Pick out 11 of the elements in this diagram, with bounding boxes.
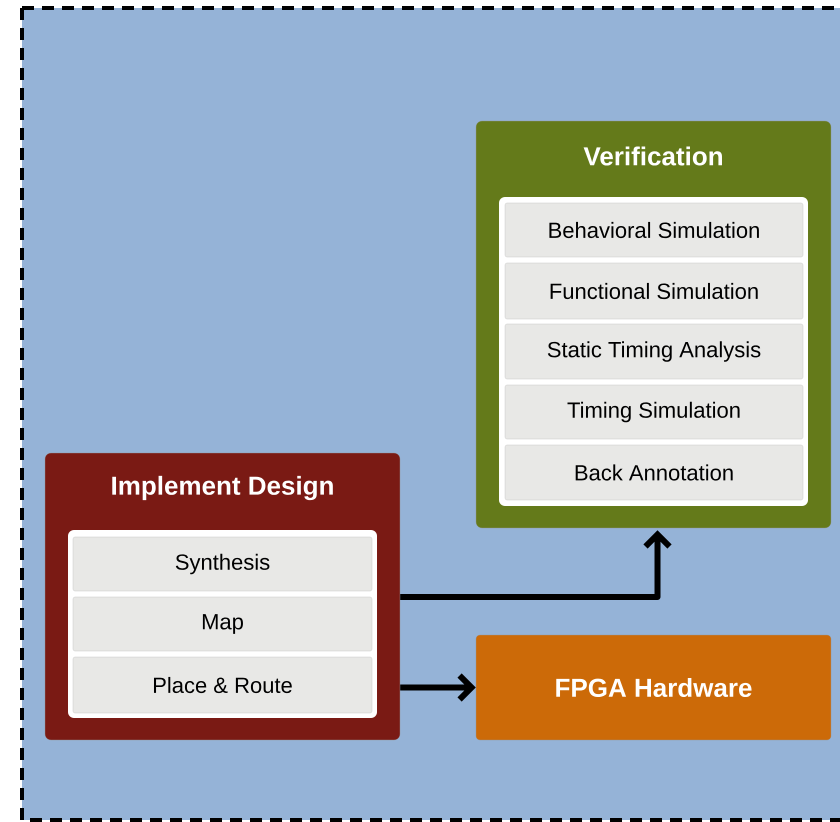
list-item: Back Annotation — [504, 444, 804, 500]
list-item: Timing Simulation — [504, 384, 804, 440]
arrow — [400, 530, 672, 600]
list-item: Map — [72, 596, 372, 652]
list-item: Functional Simulation — [504, 262, 804, 320]
list-item: Place & Route — [72, 656, 372, 714]
arrow — [400, 673, 476, 702]
list-item: Synthesis — [72, 536, 372, 592]
list-item: Static Timing Analysis — [504, 324, 804, 380]
list-item: Behavioral Simulation — [504, 202, 804, 258]
process-box: FPGA Hardware — [476, 634, 832, 740]
